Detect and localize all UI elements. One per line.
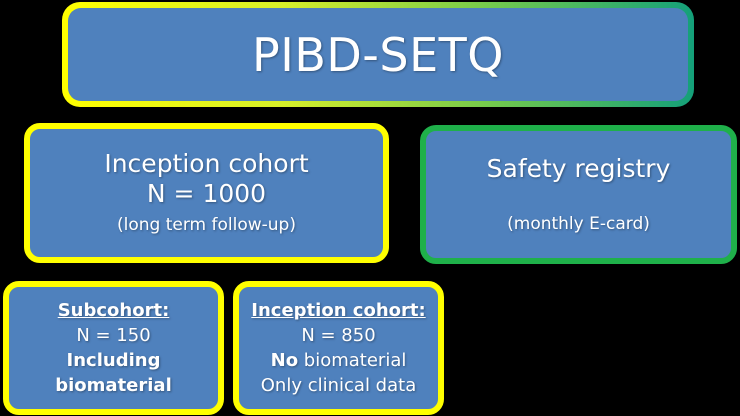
inception-sub-line2: Only clinical data <box>260 375 417 396</box>
inception-cohort-heading: Inception cohort <box>104 149 309 178</box>
inception-sub-line1-bold: No <box>270 350 299 371</box>
safety-registry-box: Safety registry (monthly E-card) <box>420 125 737 264</box>
inception-subcohort-box: Inception cohort: N = 850 No biomaterial… <box>233 281 444 415</box>
subcohort-line2: biomaterial <box>55 375 172 396</box>
inception-sub-line1: No biomaterial <box>271 348 407 373</box>
subcohort-n: N = 150 <box>76 325 151 346</box>
inception-sub-heading: Inception cohort: <box>251 300 426 321</box>
subcohort-heading: Subcohort: <box>57 300 170 321</box>
inception-cohort-note: (long term follow-up) <box>117 215 296 235</box>
inception-sub-n: N = 850 <box>301 325 376 346</box>
inception-cohort-box: Inception cohort N = 1000 (long term fol… <box>24 123 389 263</box>
safety-registry-heading: Safety registry <box>486 153 671 183</box>
subcohort-line1: Including <box>66 350 161 371</box>
diagram-title: PIBD-SETQ <box>252 27 504 82</box>
safety-registry-note: (monthly E-card) <box>507 213 650 234</box>
subcohort-box: Subcohort: N = 150 Including biomaterial <box>3 281 224 415</box>
inception-cohort-n: N = 1000 <box>146 179 267 208</box>
inception-sub-line1-rest: biomaterial <box>298 350 407 371</box>
title-box: PIBD-SETQ <box>62 2 694 107</box>
